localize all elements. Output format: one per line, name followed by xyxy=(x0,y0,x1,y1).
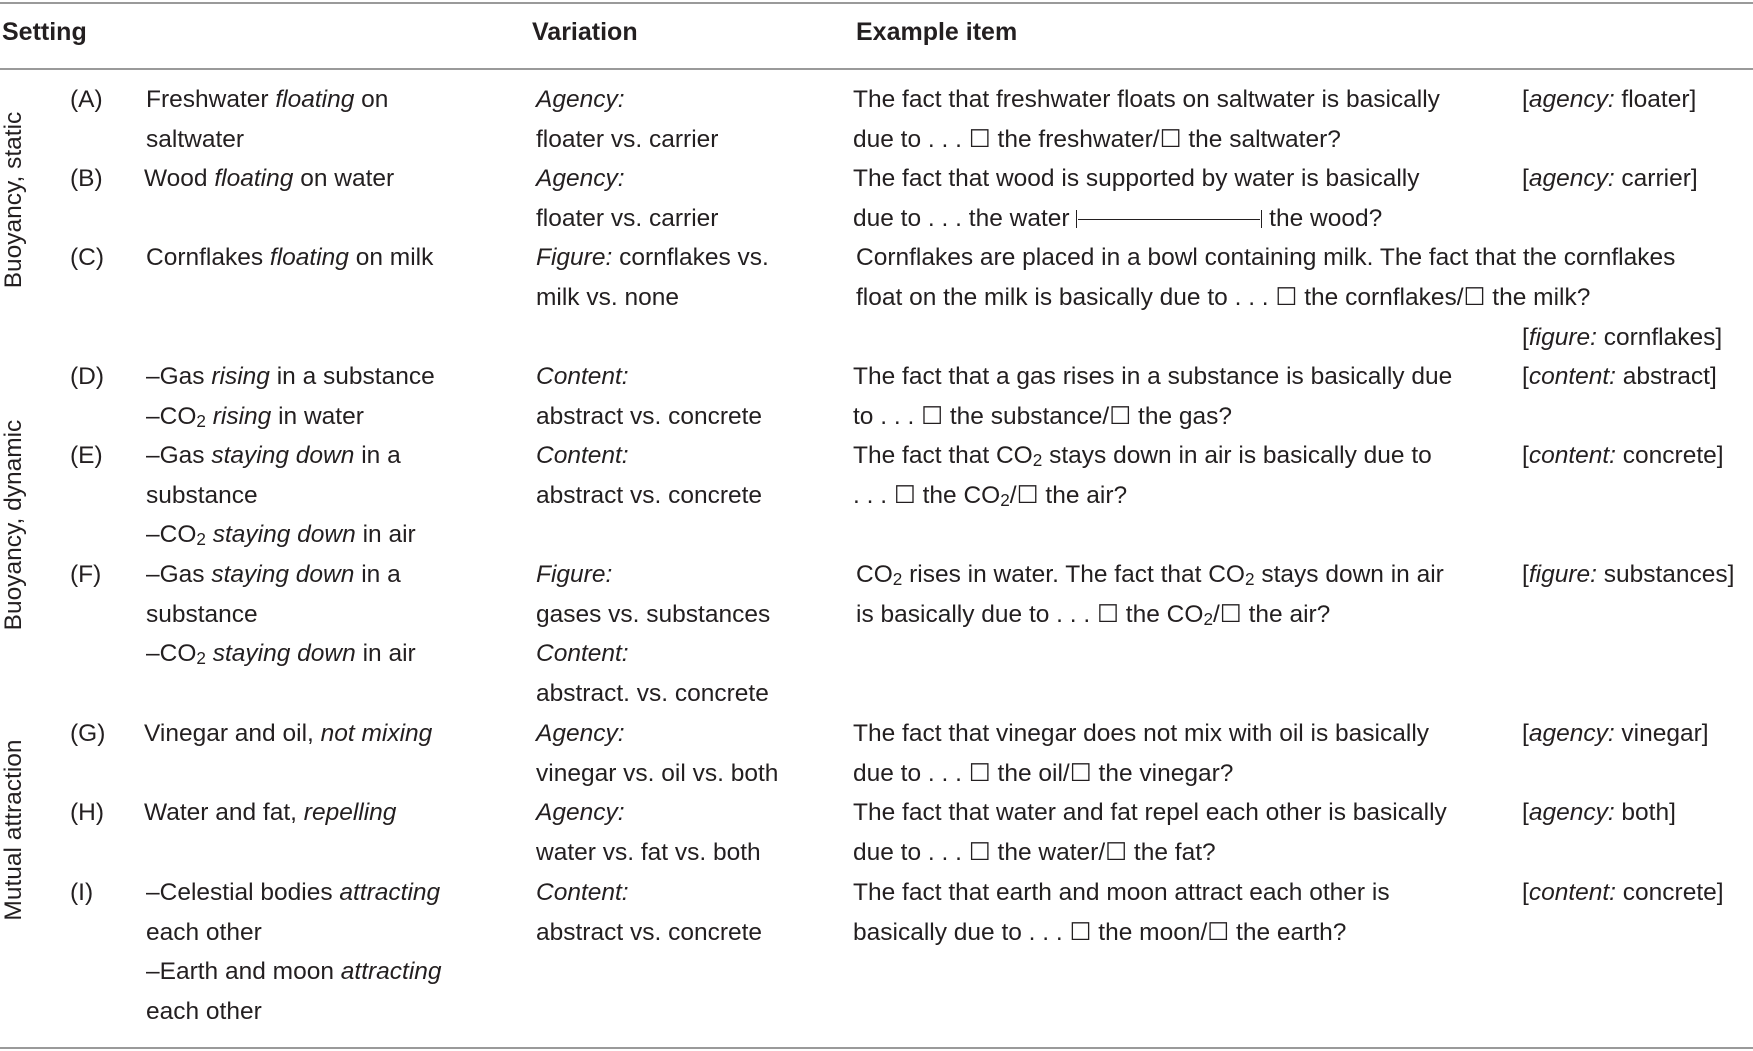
example-cell: Cornflakes are placed in a bowl containi… xyxy=(856,244,1676,311)
bottom-rule xyxy=(0,1047,1753,1049)
condition-tag: [content: concrete] xyxy=(1522,879,1724,906)
example-cell: The fact that water and fat repel each o… xyxy=(853,799,1447,866)
checkbox-icon: ☐ xyxy=(1159,125,1182,153)
checkbox-icon: ☐ xyxy=(1069,918,1092,946)
setting-cell: Cornflakes floating on milk xyxy=(146,244,434,271)
row-label: (B) xyxy=(70,165,103,192)
checkbox-icon: ☐ xyxy=(968,838,991,866)
variation-cell: Agency: floater vs. carrier xyxy=(536,86,719,153)
checkbox-icon: ☐ xyxy=(1069,759,1092,787)
variation-cell: Figure: cornflakes vs. milk vs. none xyxy=(536,244,769,311)
rating-scale-line xyxy=(1078,218,1261,220)
condition-tag: [agency: both] xyxy=(1522,799,1676,826)
checkbox-icon: ☐ xyxy=(1207,918,1230,946)
variation-cell: Agency: floater vs. carrier xyxy=(536,165,719,232)
header-variation: Variation xyxy=(532,18,638,46)
setting-cell: Water and fat, repelling xyxy=(144,799,397,826)
header-setting: Setting xyxy=(2,18,87,46)
checkbox-icon: ☐ xyxy=(968,759,991,787)
variation-cell: Content: abstract vs. concrete xyxy=(536,363,763,430)
setting-cell: Wood floating on water xyxy=(144,165,395,192)
row-label: (A) xyxy=(70,86,103,113)
condition-tag: [figure: cornflakes] xyxy=(1522,324,1723,351)
checkbox-icon: ☐ xyxy=(1016,481,1039,509)
top-rule xyxy=(0,2,1753,4)
header-rule xyxy=(0,68,1753,70)
variation-cell: Content: abstract vs. concrete xyxy=(536,442,763,509)
condition-tag: [figure: substances] xyxy=(1522,561,1735,588)
row-label: (D) xyxy=(70,363,105,390)
checkbox-icon: ☐ xyxy=(1109,402,1132,430)
checkbox-icon: ☐ xyxy=(1463,283,1486,311)
checkbox-icon: ☐ xyxy=(921,402,944,430)
condition-tag: [agency: floater] xyxy=(1522,86,1697,113)
variation-cell: Figure: gases vs. substances Content: ab… xyxy=(536,561,771,707)
row-label: (I) xyxy=(70,879,94,906)
row-label: (G) xyxy=(70,720,106,747)
example-cell: The fact that earth and moon attract eac… xyxy=(853,879,1390,946)
rating-scale-end-tick xyxy=(1261,210,1263,229)
setting-cell: Freshwater floating on saltwater xyxy=(146,86,389,153)
example-cell: The fact that a gas rises in a substance… xyxy=(853,363,1453,430)
setting-cell: –Gas rising in a substance –CO2 rising i… xyxy=(146,363,435,431)
example-cell: CO2 rises in water. The fact that CO2 st… xyxy=(856,561,1444,629)
group-label-mutual-attraction: Mutual attraction xyxy=(0,739,27,921)
example-cell: The fact that CO2 stays down in air is b… xyxy=(853,442,1432,510)
checkbox-icon: ☐ xyxy=(1097,600,1119,628)
checkbox-icon: ☐ xyxy=(1219,600,1242,628)
condition-tag: [agency: carrier] xyxy=(1522,165,1698,192)
variation-cell: Agency: water vs. fat vs. both xyxy=(536,799,761,866)
checkbox-icon: ☐ xyxy=(968,125,991,153)
setting-cell: Vinegar and oil, not mixing xyxy=(144,720,433,747)
group-label-buoyancy-static: Buoyancy, static xyxy=(0,111,27,289)
row-label: (C) xyxy=(70,244,105,271)
variation-cell: Agency: vinegar vs. oil vs. both xyxy=(536,720,779,787)
setting-cell: –Gas staying down in a substance –CO2 st… xyxy=(146,561,416,668)
setting-cell: –Gas staying down in a substance –CO2 st… xyxy=(146,442,416,549)
header-example: Example item xyxy=(856,18,1018,46)
row-label: (F) xyxy=(70,561,102,588)
condition-tag: [agency: vinegar] xyxy=(1522,720,1709,747)
checkbox-icon: ☐ xyxy=(893,481,916,509)
rating-scale-end-tick xyxy=(1076,210,1078,229)
row-label: (H) xyxy=(70,799,105,826)
row-label: (E) xyxy=(70,442,103,469)
checkbox-icon: ☐ xyxy=(1275,283,1298,311)
checkbox-icon: ☐ xyxy=(1105,838,1128,866)
condition-tag: [content: concrete] xyxy=(1522,442,1724,469)
example-cell: The fact that freshwater floats on saltw… xyxy=(853,86,1440,153)
group-label-buoyancy-dynamic: Buoyancy, dynamic xyxy=(0,419,27,631)
example-cell: The fact that wood is supported by water… xyxy=(853,165,1420,232)
condition-tag: [content: abstract] xyxy=(1522,363,1717,390)
example-cell: The fact that vinegar does not mix with … xyxy=(853,720,1430,787)
setting-cell: –Celestial bodies attracting each other … xyxy=(146,879,442,1025)
variation-cell: Content: abstract vs. concrete xyxy=(536,879,763,946)
